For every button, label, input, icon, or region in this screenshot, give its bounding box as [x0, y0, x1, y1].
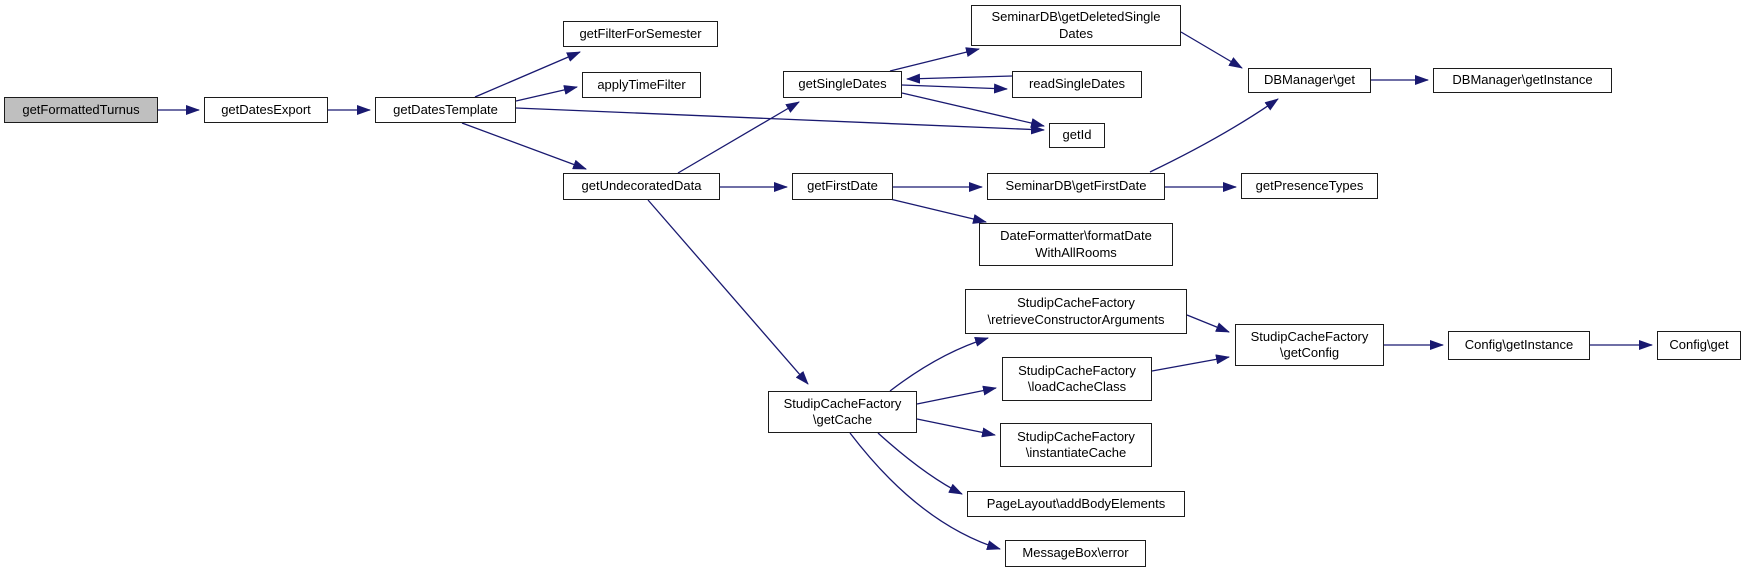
node-seminardb-get-deleted-single-dates[interactable]: SeminarDB\getDeletedSingle Dates [971, 5, 1181, 46]
node-get-filter-for-semester[interactable]: getFilterForSemester [563, 21, 718, 47]
edge-readsingledates-getsingledates [906, 73, 1013, 84]
edge-getcache-loadcacheclass [916, 385, 997, 405]
edge-getsingledates-getid [901, 92, 1045, 128]
node-studipcachefactory-instantiate-cache[interactable]: StudipCacheFactory \instantiateCache [1000, 423, 1152, 467]
node-get-first-date[interactable]: getFirstDate [792, 173, 893, 200]
edge-getcache-pagelayout-addbodyelements [877, 432, 963, 495]
node-get-dates-export[interactable]: getDatesExport [204, 97, 328, 123]
node-dateformatter-format-date-with-all-rooms[interactable]: DateFormatter\formatDate WithAllRooms [979, 223, 1173, 266]
edge-getdeletedsingledates-dbmanager-get [1180, 31, 1243, 69]
node-pagelayout-add-body-elements[interactable]: PageLayout\addBodyElements [967, 491, 1185, 517]
edge-seminardb-getfirstdate-dbmanager-get [1149, 98, 1279, 173]
edge-retrieveconstructorarguments-getconfig [1186, 314, 1230, 333]
edge-getcache-instantiatecache [916, 418, 996, 438]
node-messagebox-error[interactable]: MessageBox\error [1005, 540, 1146, 567]
node-get-single-dates[interactable]: getSingleDates [783, 71, 902, 98]
edge-getundecorateddata-getsingledates [677, 101, 800, 174]
node-studipcachefactory-load-cache-class[interactable]: StudipCacheFactory \loadCacheClass [1002, 357, 1152, 401]
edge-getdatestemplate-getid [515, 107, 1045, 135]
edge-getcache-retrieveconstructorarguments [889, 337, 989, 392]
node-get-undecorated-data[interactable]: getUndecoratedData [563, 173, 720, 200]
node-studipcachefactory-retrieve-constructor-arguments[interactable]: StudipCacheFactory \retrieveConstructorA… [965, 289, 1187, 334]
node-config-get-instance[interactable]: Config\getInstance [1448, 331, 1590, 360]
edge-getdatestemplate-applytimefilter [515, 85, 578, 102]
node-get-formatted-turnus[interactable]: getFormattedTurnus [4, 97, 158, 123]
node-studipcachefactory-get-config[interactable]: StudipCacheFactory \getConfig [1235, 324, 1384, 366]
node-get-presence-types[interactable]: getPresenceTypes [1241, 173, 1378, 199]
node-seminardb-get-first-date[interactable]: SeminarDB\getFirstDate [987, 173, 1165, 200]
edge-getsingledates-readsingledates [901, 83, 1008, 94]
node-studipcachefactory-get-cache[interactable]: StudipCacheFactory \getCache [768, 391, 917, 433]
node-read-single-dates[interactable]: readSingleDates [1012, 71, 1142, 98]
edge-getfirstdate-dateformatter [889, 198, 987, 224]
node-config-get[interactable]: Config\get [1657, 331, 1741, 360]
edge-getundecorateddata-getcache [647, 199, 809, 385]
node-dbmanager-get-instance[interactable]: DBManager\getInstance [1433, 68, 1612, 93]
edge-getdatestemplate-getundecorateddata [461, 122, 587, 170]
node-dbmanager-get[interactable]: DBManager\get [1248, 68, 1371, 93]
node-apply-time-filter[interactable]: applyTimeFilter [582, 72, 701, 98]
node-get-id[interactable]: getId [1049, 123, 1105, 148]
edge-loadcacheclass-getconfig [1151, 354, 1230, 372]
edge-getcache-messagebox-error [849, 432, 1001, 550]
edge-getsingledates-getdeletedsingledates [889, 47, 980, 72]
edge-getdatestemplate-getfilterforsemester [474, 51, 581, 98]
node-get-dates-template[interactable]: getDatesTemplate [375, 97, 516, 123]
